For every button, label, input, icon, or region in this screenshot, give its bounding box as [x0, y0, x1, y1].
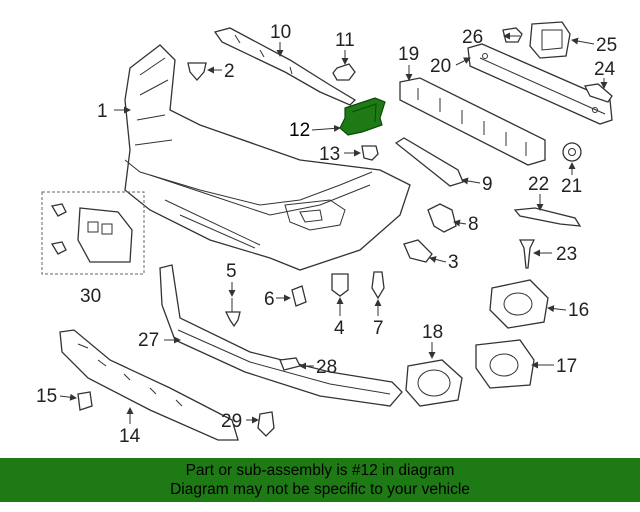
callout-15: 15: [36, 386, 57, 407]
parts-diagram: 1 2 3 4 5 6 7 8 9 10 11 12 13 14 15 16 1…: [36, 21, 617, 447]
lower-cover-14-part: [59, 329, 239, 441]
upper-reinforcement-part: [213, 27, 357, 106]
fog-cover-16-part: [489, 279, 549, 329]
callout-12: 12: [289, 120, 310, 141]
callout-26: 26: [462, 27, 483, 48]
bolt-6-part: [291, 285, 307, 307]
banner-line-2: Diagram may not be specific to your vehi…: [170, 481, 470, 498]
leader-lines: [59, 32, 608, 424]
clip-15-part: [77, 391, 93, 411]
callout-5: 5: [226, 261, 237, 282]
bracket-24-part: [584, 83, 613, 103]
bracket-3-part: [403, 239, 433, 263]
callout-6: 6: [264, 289, 275, 310]
callout-17: 17: [556, 356, 577, 377]
strip-22-part: [513, 207, 582, 227]
bumper-cover-part: [124, 44, 411, 271]
absorber-19-part: [399, 77, 546, 166]
callout-22: 22: [528, 174, 549, 195]
clip-4-part: [331, 273, 349, 297]
callout-18: 18: [422, 322, 443, 343]
clip-23-part: [518, 239, 536, 269]
clip-7-part: [371, 271, 385, 300]
sensor-bracket-30-group: [41, 191, 145, 275]
bolt-13-part: [361, 145, 379, 161]
callout-19: 19: [398, 44, 419, 65]
lower-spoiler-27-part: [159, 264, 403, 407]
callout-labels: 1 2 3 4 5 6 7 8 9 10 11 12 13 14 15 16 1…: [36, 22, 617, 447]
callout-11: 11: [335, 30, 355, 51]
bolt-5-part: [224, 298, 241, 328]
callout-28: 28: [316, 357, 337, 378]
reinforcement-20-part: [467, 43, 613, 125]
callout-7: 7: [373, 318, 384, 339]
clip-8-part: [427, 203, 457, 233]
callout-14: 14: [119, 426, 141, 447]
module-25-part: [529, 21, 571, 59]
callout-30: 30: [80, 286, 101, 307]
bracket-12-part: [339, 97, 386, 136]
callout-27: 27: [138, 330, 159, 351]
callout-21: 21: [561, 176, 582, 197]
callout-23: 23: [556, 244, 577, 265]
callout-8: 8: [468, 214, 479, 235]
callout-13: 13: [319, 144, 340, 165]
nut-11-part: [332, 63, 356, 81]
callout-25: 25: [596, 35, 617, 56]
info-banner: Part or sub-assembly is #12 in diagram D…: [0, 458, 640, 502]
callout-2: 2: [224, 61, 235, 82]
callout-1: 1: [97, 101, 108, 122]
bracket-9-part: [394, 137, 464, 187]
bezel-18-part: [405, 359, 463, 407]
callout-10: 10: [270, 22, 291, 43]
banner-line-1: Part or sub-assembly is #12 in diagram: [185, 462, 455, 479]
callout-24: 24: [594, 59, 616, 80]
sensor-26-part: [502, 27, 523, 43]
callout-29: 29: [221, 411, 242, 432]
callout-20: 20: [430, 56, 451, 77]
fog-cover-17-part: [475, 339, 535, 389]
callout-3: 3: [448, 252, 459, 273]
clip-2-part: [187, 62, 207, 81]
callout-9: 9: [482, 174, 493, 195]
bolt-29-part: [257, 411, 275, 437]
callout-4: 4: [334, 318, 345, 339]
callout-16: 16: [568, 300, 589, 321]
nut-21-part: [562, 142, 582, 162]
